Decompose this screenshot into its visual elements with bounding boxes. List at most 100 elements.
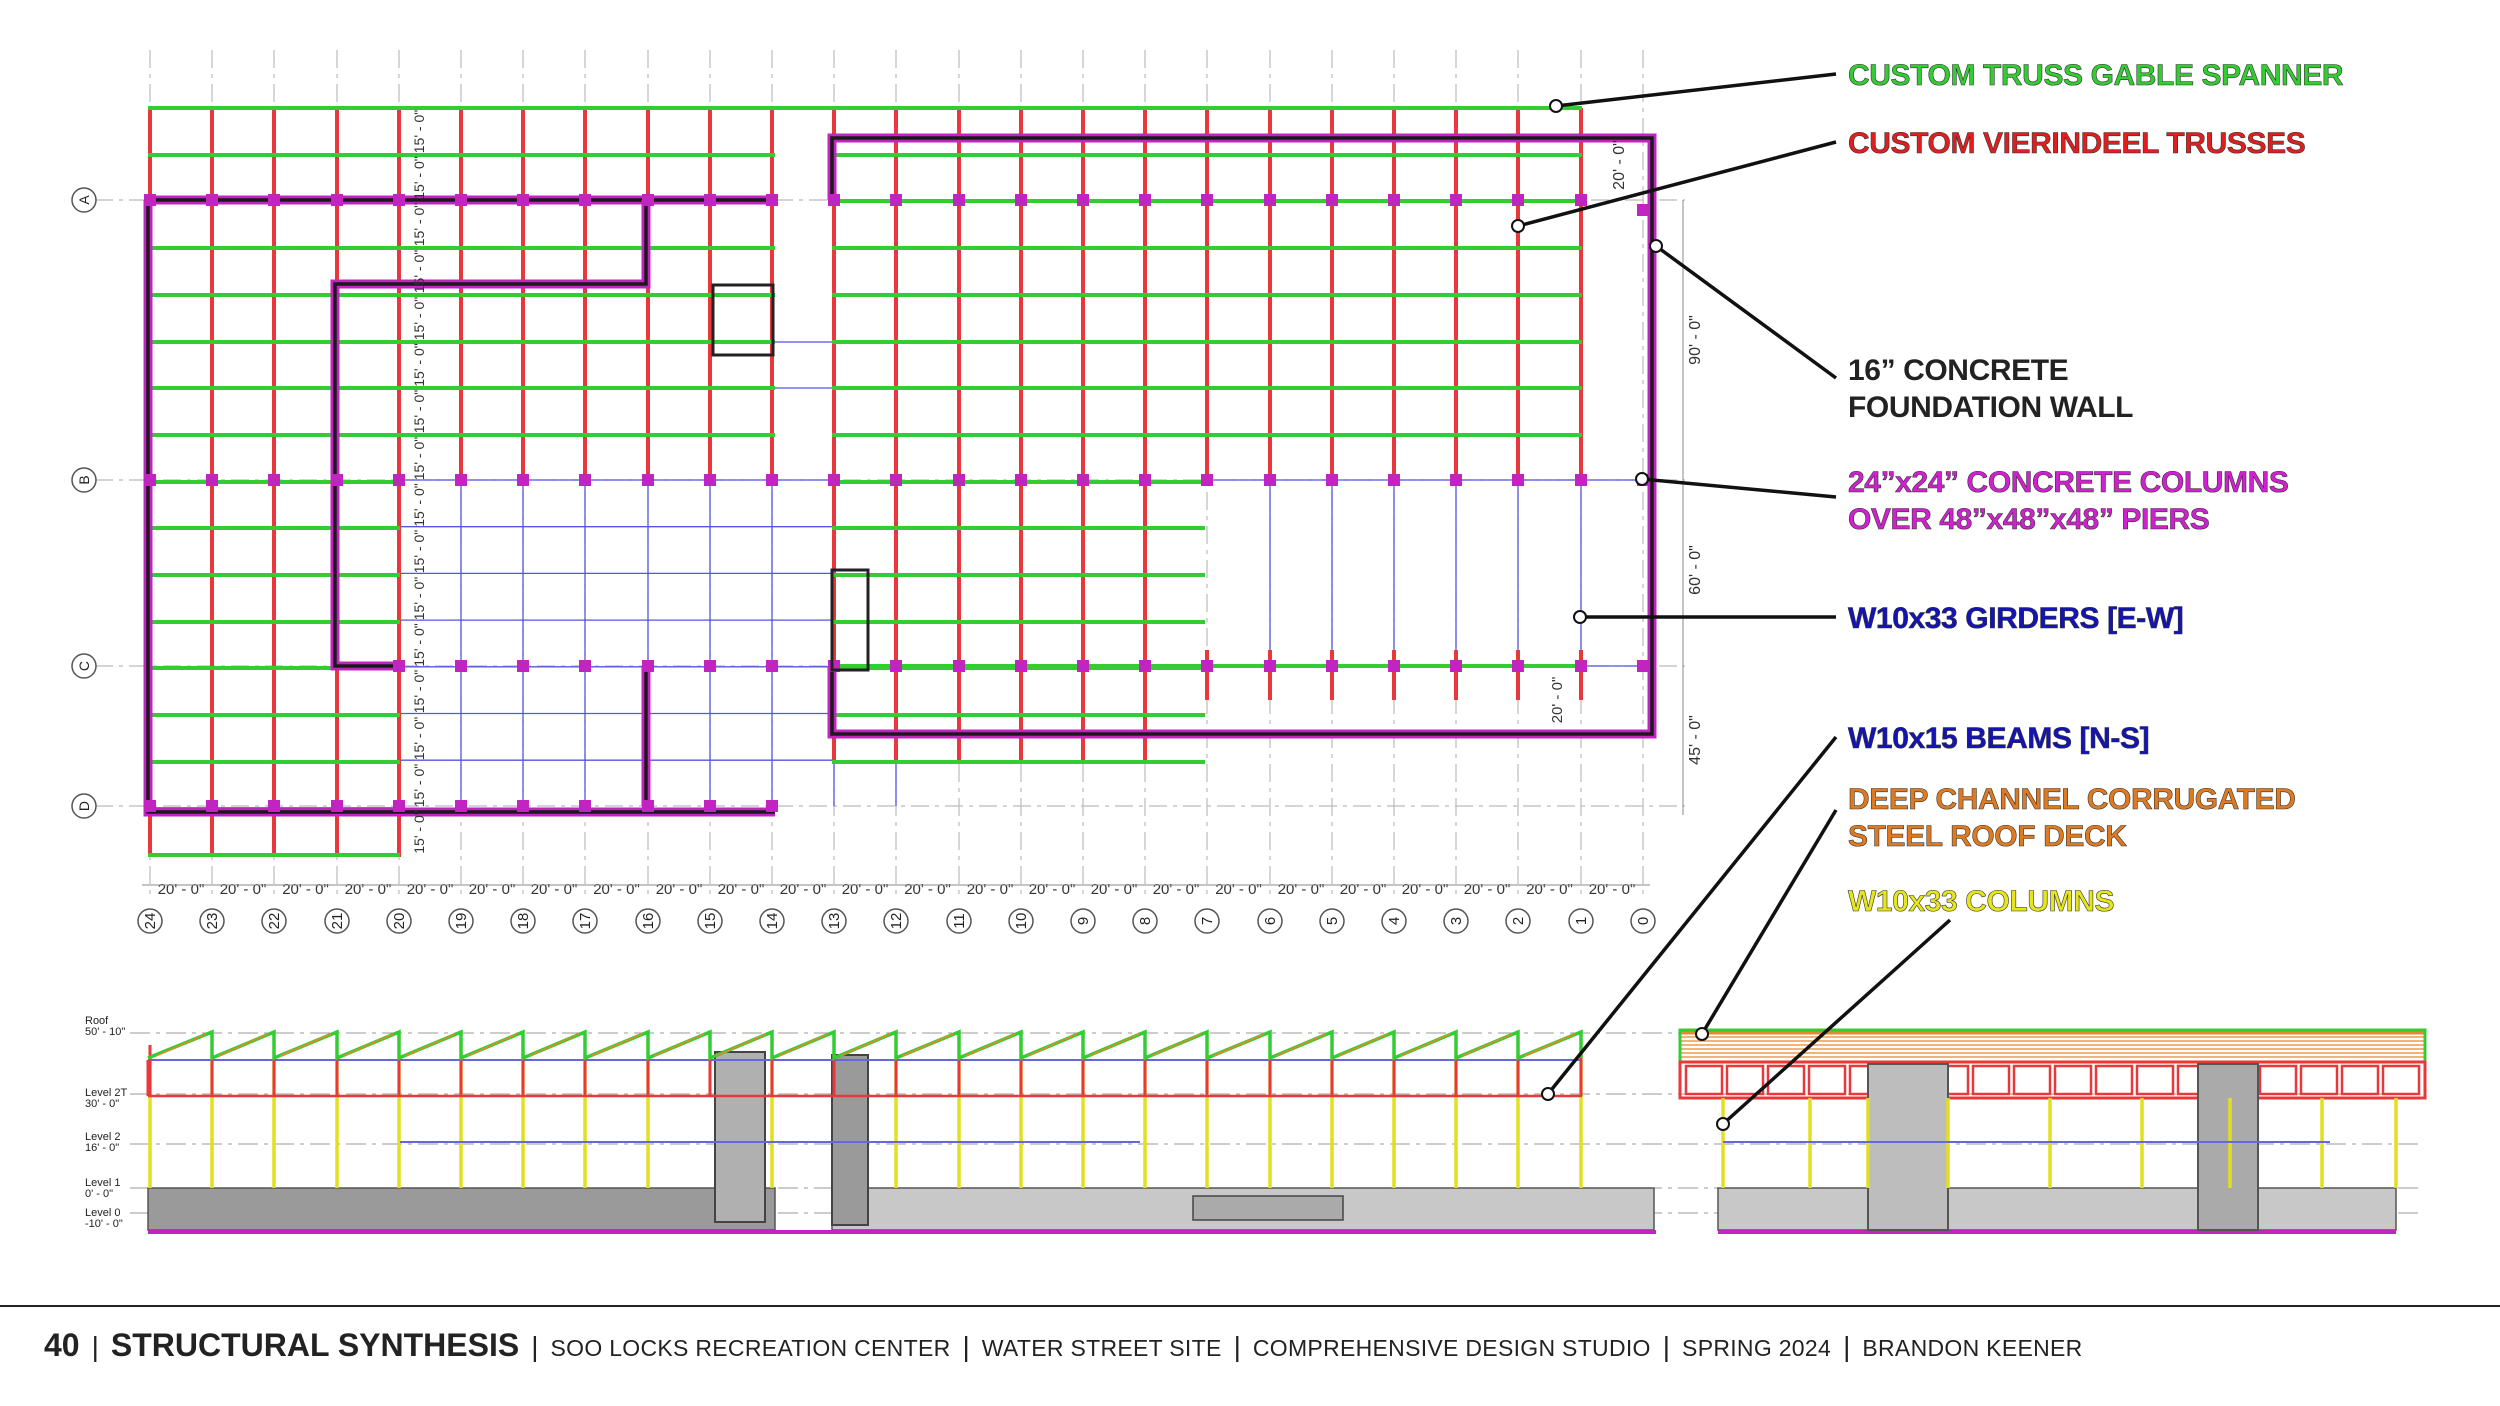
level-elevation: -10' - 0" (85, 1218, 123, 1230)
roof-deck-line (1399, 1033, 1451, 1057)
section-title: STRUCTURAL SYNTHESIS (110, 1327, 520, 1363)
grid-bubble (1257, 908, 1283, 934)
inner-dimension: 20' - 0" (1549, 677, 1566, 724)
concrete-column (393, 194, 405, 206)
roof-deck-line (964, 1033, 1016, 1057)
vierindeel-opening (2299, 1064, 2339, 1096)
concrete-column (1512, 660, 1524, 672)
grid-col-label: 6 (1262, 917, 1279, 925)
legend-label-concrete-columns: OVER 48”x48”x48” PIERS (1848, 503, 2209, 536)
grid-col-label: 22 (266, 913, 283, 930)
vierindeel-opening (1684, 1064, 1724, 1096)
concrete-column (144, 474, 156, 486)
row-dimension: 15' - 0" (411, 156, 427, 199)
grid-col-label: 18 (515, 913, 532, 930)
grid-bubble (199, 908, 225, 934)
legend-label-beams: W10x15 BEAMS [N-S] (1848, 722, 2149, 755)
core-east (1867, 1063, 1949, 1231)
col-dimension: 20' - 0" (1029, 881, 1076, 898)
concrete-column (642, 800, 654, 812)
concrete-column (828, 474, 840, 486)
grid-bubble (1443, 908, 1469, 934)
roof-deck-line (155, 1033, 207, 1057)
grid-row-label: C (76, 661, 92, 671)
roof-deck-line (1088, 1033, 1140, 1057)
grid-bubble (1381, 908, 1407, 934)
concrete-column (642, 474, 654, 486)
concrete-column (953, 194, 965, 206)
concrete-column (1264, 194, 1276, 206)
legend-label-roof-deck: STEEL ROOF DECK (1848, 820, 2127, 853)
concrete-column (1512, 194, 1524, 206)
footer-separator: | (962, 1331, 970, 1362)
concrete-column (579, 474, 591, 486)
term: SPRING 2024 (1682, 1335, 1832, 1361)
grid-col-label: 16 (640, 913, 657, 930)
grid-col-label: 23 (204, 913, 221, 930)
vierindeel-opening (1971, 1064, 2011, 1096)
grid-col-label: 15 (702, 913, 719, 930)
concrete-column (1201, 194, 1213, 206)
footer-separator: | (1233, 1331, 1241, 1362)
grid-col-label: 10 (1013, 913, 1030, 930)
concrete-column (704, 660, 716, 672)
grid-bubble (883, 908, 909, 934)
leader-dot (1573, 610, 1587, 624)
site-name: WATER STREET SITE (981, 1335, 1222, 1361)
row-dimension: 15' - 0" (411, 203, 427, 246)
grid-bubble (510, 908, 536, 934)
concrete-column (1388, 194, 1400, 206)
concrete-column (206, 800, 218, 812)
roof-deck-line (528, 1033, 580, 1057)
concrete-column (953, 474, 965, 486)
footer-separator: | (1662, 1331, 1671, 1362)
concrete-column (1201, 660, 1213, 672)
concrete-column (642, 194, 654, 206)
row-dimension: 15' - 0" (411, 483, 427, 526)
concrete-column (455, 474, 467, 486)
concrete-column (1326, 194, 1338, 206)
basement-room (1192, 1195, 1344, 1221)
concrete-column (268, 474, 280, 486)
level-elevation: 0' - 0" (85, 1188, 113, 1200)
row-dimension: 15' - 0" (411, 577, 427, 620)
grid-col-label: 13 (826, 913, 843, 930)
concrete-column (579, 660, 591, 672)
legend-label-steel-columns: W10x33 COLUMNS (1848, 885, 2114, 918)
roof-deck-line (1275, 1033, 1327, 1057)
concrete-column (455, 800, 467, 812)
col-dimension: 20' - 0" (1278, 881, 1325, 898)
concrete-column (1450, 194, 1462, 206)
col-dimension: 20' - 0" (220, 881, 267, 898)
legend-label-truss-gable: CUSTOM TRUSS GABLE SPANNER (1848, 59, 2344, 92)
core-east (2197, 1063, 2259, 1231)
concrete-column (1637, 660, 1649, 672)
col-dimension: 20' - 0" (282, 881, 329, 898)
roof-deck-line (653, 1033, 705, 1057)
col-dimension: 20' - 0" (1091, 881, 1138, 898)
concrete-column (393, 660, 405, 672)
col-dimension: 20' - 0" (842, 881, 889, 898)
col-dimension: 20' - 0" (1340, 881, 1387, 898)
row-dimension: 15' - 0" (411, 297, 427, 340)
footer-separator: | (1843, 1331, 1851, 1362)
project-name: SOO LOCKS RECREATION CENTER (550, 1335, 951, 1361)
grid-col-label: 11 (951, 913, 968, 929)
col-dimension: 20' - 0" (656, 881, 703, 898)
grid-bubble (1132, 908, 1158, 934)
elevator-core (714, 1051, 766, 1223)
concrete-column (1139, 194, 1151, 206)
concrete-column (642, 660, 654, 672)
footer-separator: | (91, 1331, 99, 1362)
vierindeel-opening (2135, 1064, 2175, 1096)
concrete-column (1637, 204, 1649, 216)
concrete-column (1575, 474, 1587, 486)
vierindeel-opening (2012, 1064, 2052, 1096)
concrete-column (1015, 474, 1027, 486)
author: BRANDON KEENER (1862, 1335, 2083, 1361)
col-dimension: 20' - 0" (158, 881, 205, 898)
grid-bubble (71, 187, 97, 213)
grid-bubble (1568, 908, 1594, 934)
